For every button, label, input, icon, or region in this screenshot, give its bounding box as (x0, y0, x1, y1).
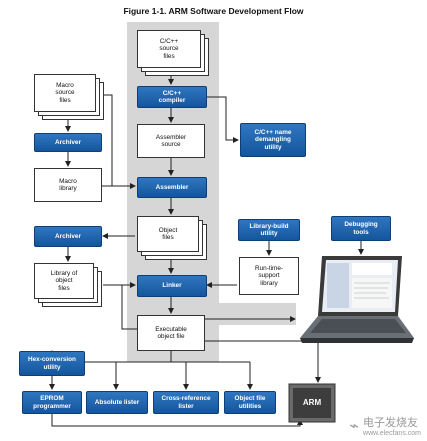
library-build-utility-box[interactable]: Library-build utility (238, 219, 300, 241)
absolute-lister-box[interactable]: Absolute lister (86, 391, 148, 414)
cross-reference-lister-box[interactable]: Cross-reference lister (153, 391, 219, 414)
arm-chip-icon (288, 383, 336, 423)
macro-source-files: Macro source files (34, 74, 96, 112)
eprom-programmer-box[interactable]: EPROM programmer (22, 391, 82, 414)
macro-library-box: Macro library (34, 168, 102, 202)
assembler-box[interactable]: Assembler (137, 177, 207, 198)
archiver-top-box[interactable]: Archiver (34, 133, 102, 152)
assembler-source-box: Assembler source (137, 124, 205, 158)
object-files: Object files (137, 216, 199, 252)
debugging-tools-box[interactable]: Debugging tools (331, 216, 391, 241)
linker-box[interactable]: Linker (137, 275, 207, 297)
arrow-exec-feedback (121, 285, 137, 330)
arrow-macrosrc-to-assembler (102, 94, 113, 186)
watermark: ⌁ 电子发烧友 www.elecfans.com (349, 414, 421, 437)
arrow-eprom-to-arm (51, 414, 303, 427)
executable-object-file-box: Executable object file (137, 315, 205, 351)
watermark-url: www.elecfans.com (363, 430, 421, 437)
hex-conversion-utility-box[interactable]: Hex-conversion utility (19, 351, 85, 376)
runtime-support-library-box: Run-time- support library (239, 257, 299, 295)
library-object-files: Library of object files (34, 263, 94, 299)
figure-title: Figure 1-1. ARM Software Development Flo… (123, 6, 304, 16)
c-source-files: C/C++ source files (137, 30, 201, 68)
arrow-compiler-to-demangler (207, 96, 239, 143)
watermark-brand: 电子发烧友 (363, 417, 419, 429)
compiler-box[interactable]: C/C++ compiler (137, 86, 207, 108)
arm-chip-label: ARM (302, 398, 322, 408)
object-file-utilities-box[interactable]: Object file utilities (224, 391, 276, 414)
watermark-logo-icon: ⌁ (349, 417, 360, 435)
demangling-utility-box[interactable]: C/C++ name demangling utility (240, 123, 306, 157)
laptop-icon (300, 256, 414, 343)
archiver-bottom-box[interactable]: Archiver (34, 226, 102, 247)
